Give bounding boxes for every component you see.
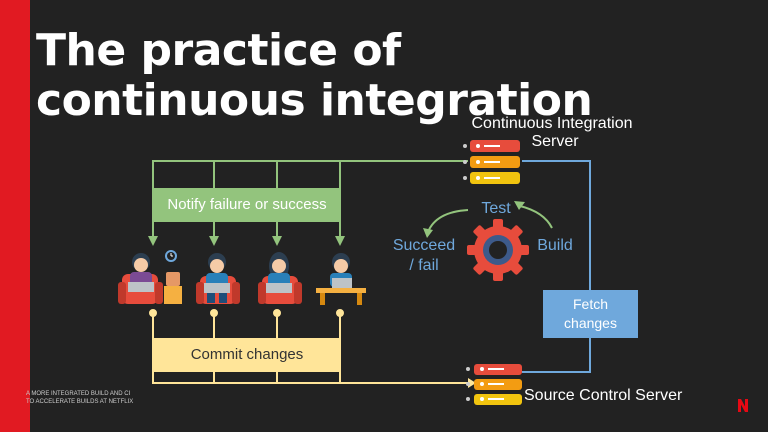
cycle-arrow-left-head [423,228,433,238]
footer-line-2: to accelerate builds at Netflix [26,399,134,405]
footer-line-1: A more integrated build and CI [26,391,131,397]
test-label: Test [481,200,511,217]
source-control-server-icon [466,364,522,405]
gear-icon [467,219,529,281]
page-title: The practice of continuous integration [36,25,593,126]
ci-server-label-line1: Continuous Integration [471,115,633,132]
source-control-server-label: Source Control Server [524,387,683,404]
ci-server-icon [463,140,520,184]
fetch-label-line1: Fetch [572,296,608,312]
fetch-label-line2: changes [564,315,617,331]
notify-box: Notify failure or success [153,188,341,222]
build-label: Build [537,237,573,254]
developer-1 [118,250,182,304]
fetch-box: Fetch changes [543,290,638,338]
developer-2 [196,253,240,304]
succeed-label-line1: Succeed [392,237,456,254]
footer-caption: A more integrated build and CI to accele… [26,390,176,406]
cycle-arrow-right-head [514,201,525,210]
succeed-label-line2: / fail [409,257,439,274]
commit-box: Commit changes [153,338,341,372]
developer-3 [258,252,302,304]
developer-4 [316,253,366,305]
brand-side-bar [0,0,30,432]
ci-server-label-line2: Server [531,133,579,150]
cycle-arrows [427,205,553,233]
commit-connectors [149,309,476,388]
netflix-logo-icon [738,399,748,412]
fetch-connector [522,160,591,373]
